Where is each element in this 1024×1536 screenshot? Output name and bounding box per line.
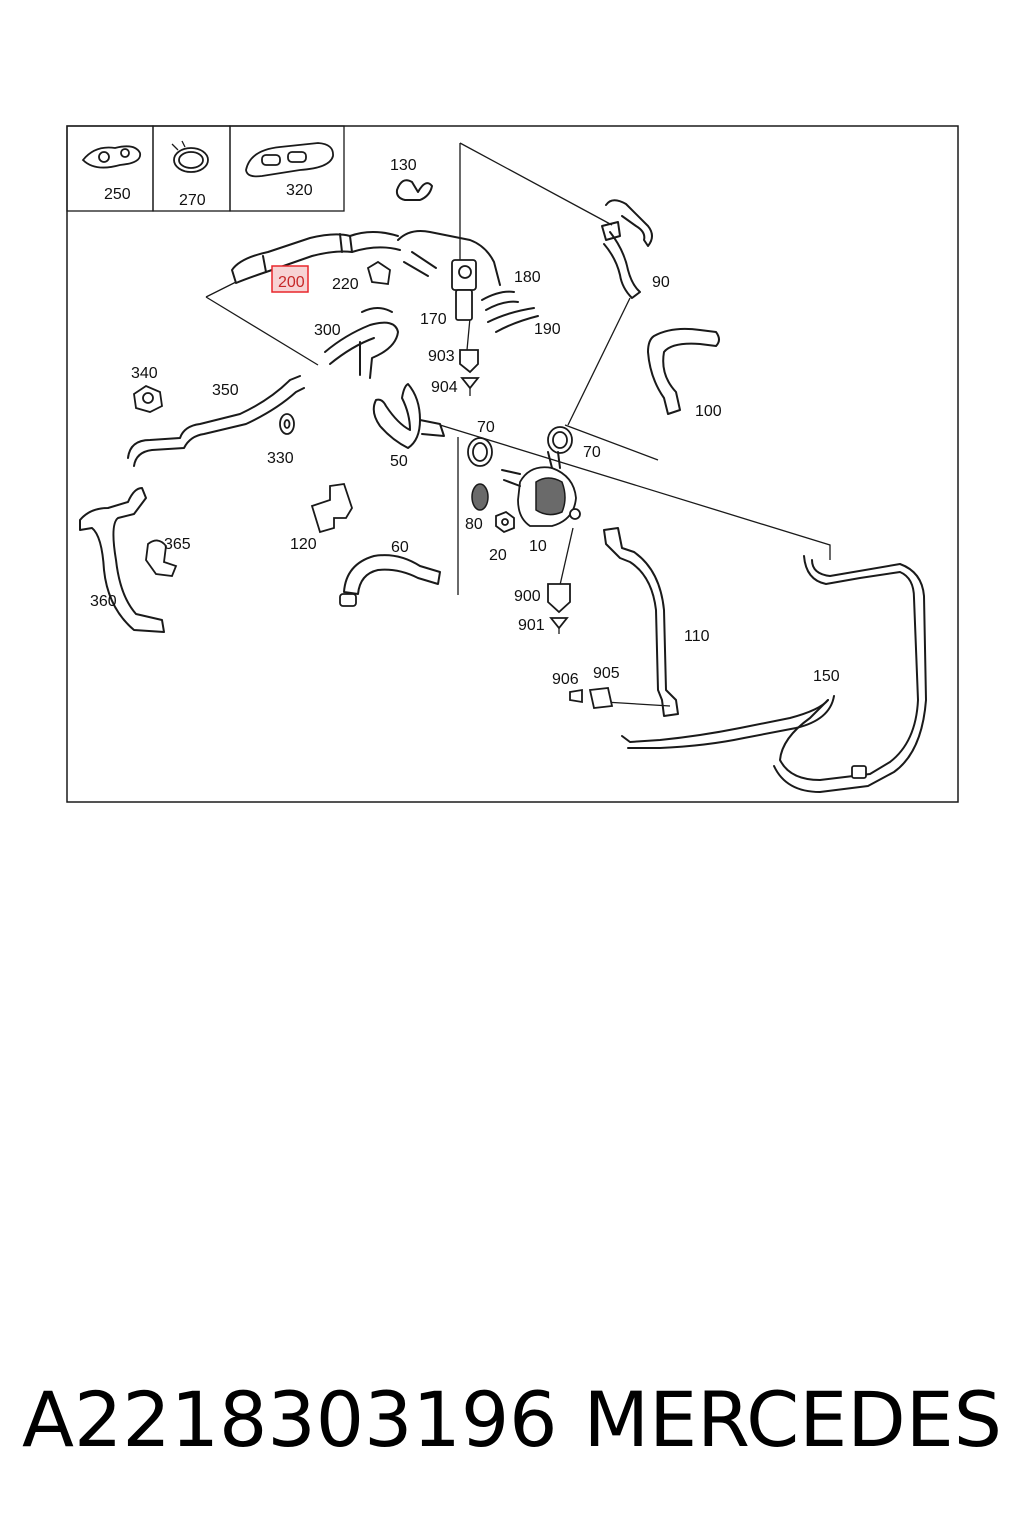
part-904-pin[interactable] [460,377,480,396]
callout-904[interactable]: 904 [431,379,458,396]
callout-70-left[interactable]: 70 [477,419,495,436]
callout-365[interactable]: 365 [164,536,191,553]
callout-250[interactable]: 250 [104,186,131,203]
callout-120[interactable]: 120 [290,536,317,553]
callout-170[interactable]: 170 [420,311,447,328]
part-120-bracket[interactable] [310,483,353,534]
callout-110[interactable]: 110 [684,628,710,645]
callout-320[interactable]: 320 [286,182,313,199]
callout-50[interactable]: 50 [390,453,408,470]
brand-name: MERCEDES [583,1375,1002,1464]
part-300-hose[interactable] [324,307,399,379]
callout-901[interactable]: 901 [518,617,545,634]
part-200-hose[interactable] [231,231,401,284]
callout-130[interactable]: 130 [390,157,417,174]
part-70-clamp-right[interactable] [547,426,573,454]
part-90-hose[interactable] [601,199,653,299]
callout-906[interactable]: 906 [552,671,579,688]
hose-clamp-icon[interactable] [171,140,209,173]
callout-180[interactable]: 180 [514,269,541,286]
highlight-box-200[interactable] [271,265,309,293]
callout-60[interactable]: 60 [391,539,409,556]
part-180-hose[interactable] [481,290,519,311]
inset-boxes [66,125,345,212]
part-901-pin[interactable] [549,617,569,634]
part-906-pin[interactable] [569,688,583,704]
callout-270[interactable]: 270 [179,192,206,209]
part-10-pump[interactable] [501,451,581,527]
part-365-clip[interactable] [145,539,178,577]
callout-70-right[interactable]: 70 [583,444,601,461]
callout-900[interactable]: 900 [514,588,541,605]
part-340-nut[interactable] [133,384,163,413]
leader-lines [205,142,831,707]
footer: A2218303196 MERCEDES [0,1370,1024,1470]
part-80-grommet[interactable] [471,483,489,511]
callout-100[interactable]: 100 [695,403,722,420]
seal-icon[interactable] [245,142,334,178]
callout-150[interactable]: 150 [813,668,840,685]
part-350-pipe[interactable] [127,375,305,467]
callout-labels: 250 270 320 130 200 220 180 170 190 90 3… [90,157,840,688]
callout-905[interactable]: 905 [593,665,620,682]
callout-360[interactable]: 360 [90,593,117,610]
callout-903[interactable]: 903 [428,348,455,365]
callout-220[interactable]: 220 [332,276,359,293]
part-900-connector[interactable] [547,583,571,614]
diagram-frame [66,125,959,803]
part-110-cable[interactable] [603,527,679,717]
callout-80[interactable]: 80 [465,516,483,533]
part-130-clip[interactable] [395,179,433,201]
parts-diagram: 250 270 320 130 200 220 180 170 190 90 3… [66,125,959,803]
part-20-nut[interactable] [495,510,515,534]
part-190-hose[interactable] [487,307,539,333]
part-70-clamp-left[interactable] [467,437,493,467]
part-number: A2218303196 [22,1375,558,1464]
callout-300[interactable]: 300 [314,322,341,339]
part-50-hose[interactable] [372,383,445,449]
callout-190[interactable]: 190 [534,321,561,338]
callout-330[interactable]: 330 [267,450,294,467]
part-220-clip[interactable] [366,260,391,286]
callout-90[interactable]: 90 [652,274,670,291]
part-360-hose[interactable] [79,487,165,633]
part-100-hose[interactable] [647,327,720,415]
grommet-plate-icon[interactable] [81,145,142,169]
part-903-connector[interactable] [459,349,479,374]
callout-10[interactable]: 10 [529,538,547,555]
part-170-valve[interactable] [397,230,501,321]
callout-20[interactable]: 20 [489,547,507,564]
callout-350[interactable]: 350 [212,382,239,399]
part-150-harness[interactable] [621,555,927,793]
part-330-washer[interactable] [279,413,295,435]
callout-200[interactable]: 200 [278,274,305,291]
part-60-hose[interactable] [339,554,441,607]
callout-340[interactable]: 340 [131,365,158,382]
part-905-connector[interactable] [588,687,614,709]
